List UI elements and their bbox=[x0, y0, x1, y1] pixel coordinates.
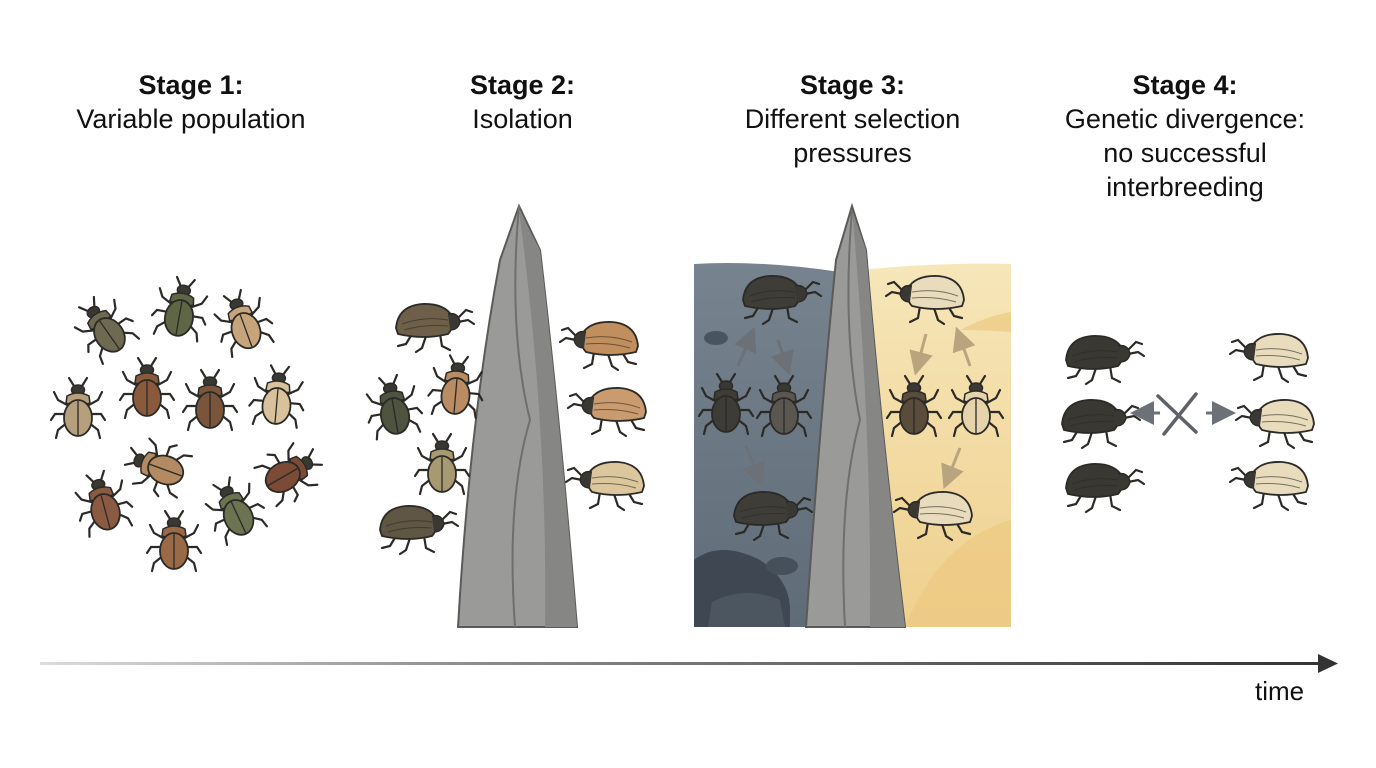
stage-2-heading: Stage 2: bbox=[469, 70, 576, 100]
beetle bbox=[63, 285, 145, 368]
beetle bbox=[1064, 334, 1146, 386]
time-axis-line bbox=[40, 662, 1322, 665]
stage-2-line-1: Isolation bbox=[472, 104, 573, 134]
stage-4-line-2: no successful bbox=[1103, 138, 1267, 168]
beetle bbox=[117, 429, 195, 504]
beetle bbox=[566, 386, 648, 438]
beetle bbox=[558, 320, 640, 372]
stage-2-isolation bbox=[360, 203, 648, 628]
beetle bbox=[394, 302, 476, 354]
stage-4-line-3: interbreeding bbox=[1106, 172, 1264, 202]
stage-4-line-1: Genetic divergence: bbox=[1064, 104, 1306, 134]
stage-1-heading: Stage 1: bbox=[138, 70, 244, 100]
beetle bbox=[118, 356, 176, 420]
beetle bbox=[196, 468, 273, 549]
beetle bbox=[49, 376, 107, 440]
stage-3-heading: Stage 3: bbox=[799, 70, 906, 100]
beetle bbox=[1060, 398, 1142, 450]
time-axis bbox=[40, 654, 1338, 673]
beetle bbox=[250, 432, 333, 512]
selection-arrows-dark bbox=[734, 326, 794, 488]
beetle bbox=[181, 368, 239, 432]
sand-habitat bbox=[860, 263, 1011, 627]
stage-1-line-1: Variable population bbox=[76, 104, 306, 134]
beetle bbox=[1064, 462, 1146, 514]
stage-1-population bbox=[49, 272, 333, 573]
beetle bbox=[1234, 398, 1316, 450]
stage-2-title: Stage 2: Isolation bbox=[405, 68, 640, 136]
stage-1-title: Stage 1: Variable population bbox=[40, 68, 342, 136]
selection-arrows-sand bbox=[909, 326, 976, 490]
dark-habitat bbox=[694, 263, 840, 627]
stage-4-title: Stage 4: Genetic divergence: no successf… bbox=[1040, 68, 1330, 204]
beetle bbox=[378, 504, 460, 556]
beetle bbox=[564, 460, 646, 512]
stage-3-line-1: Different selection bbox=[744, 104, 961, 134]
beetle bbox=[145, 509, 203, 573]
stage-3-title: Stage 3: Different selection pressures bbox=[700, 68, 1005, 170]
beetle bbox=[147, 272, 214, 344]
beetle bbox=[246, 362, 308, 430]
beetle bbox=[1228, 460, 1310, 512]
stage-4-divergence bbox=[1060, 332, 1316, 514]
beetle bbox=[413, 432, 471, 496]
stage-4-heading: Stage 4: bbox=[1132, 70, 1238, 100]
beetle bbox=[68, 465, 138, 540]
beetle bbox=[1228, 332, 1310, 384]
beetle bbox=[360, 370, 427, 442]
stage-3-selection bbox=[694, 202, 1011, 628]
time-axis-label: time bbox=[1255, 676, 1305, 706]
stage-3-line-2: pressures bbox=[793, 138, 912, 168]
time-axis-arrowhead bbox=[1318, 654, 1338, 673]
no-interbreeding-icon bbox=[1130, 392, 1236, 436]
beetle bbox=[205, 282, 280, 360]
